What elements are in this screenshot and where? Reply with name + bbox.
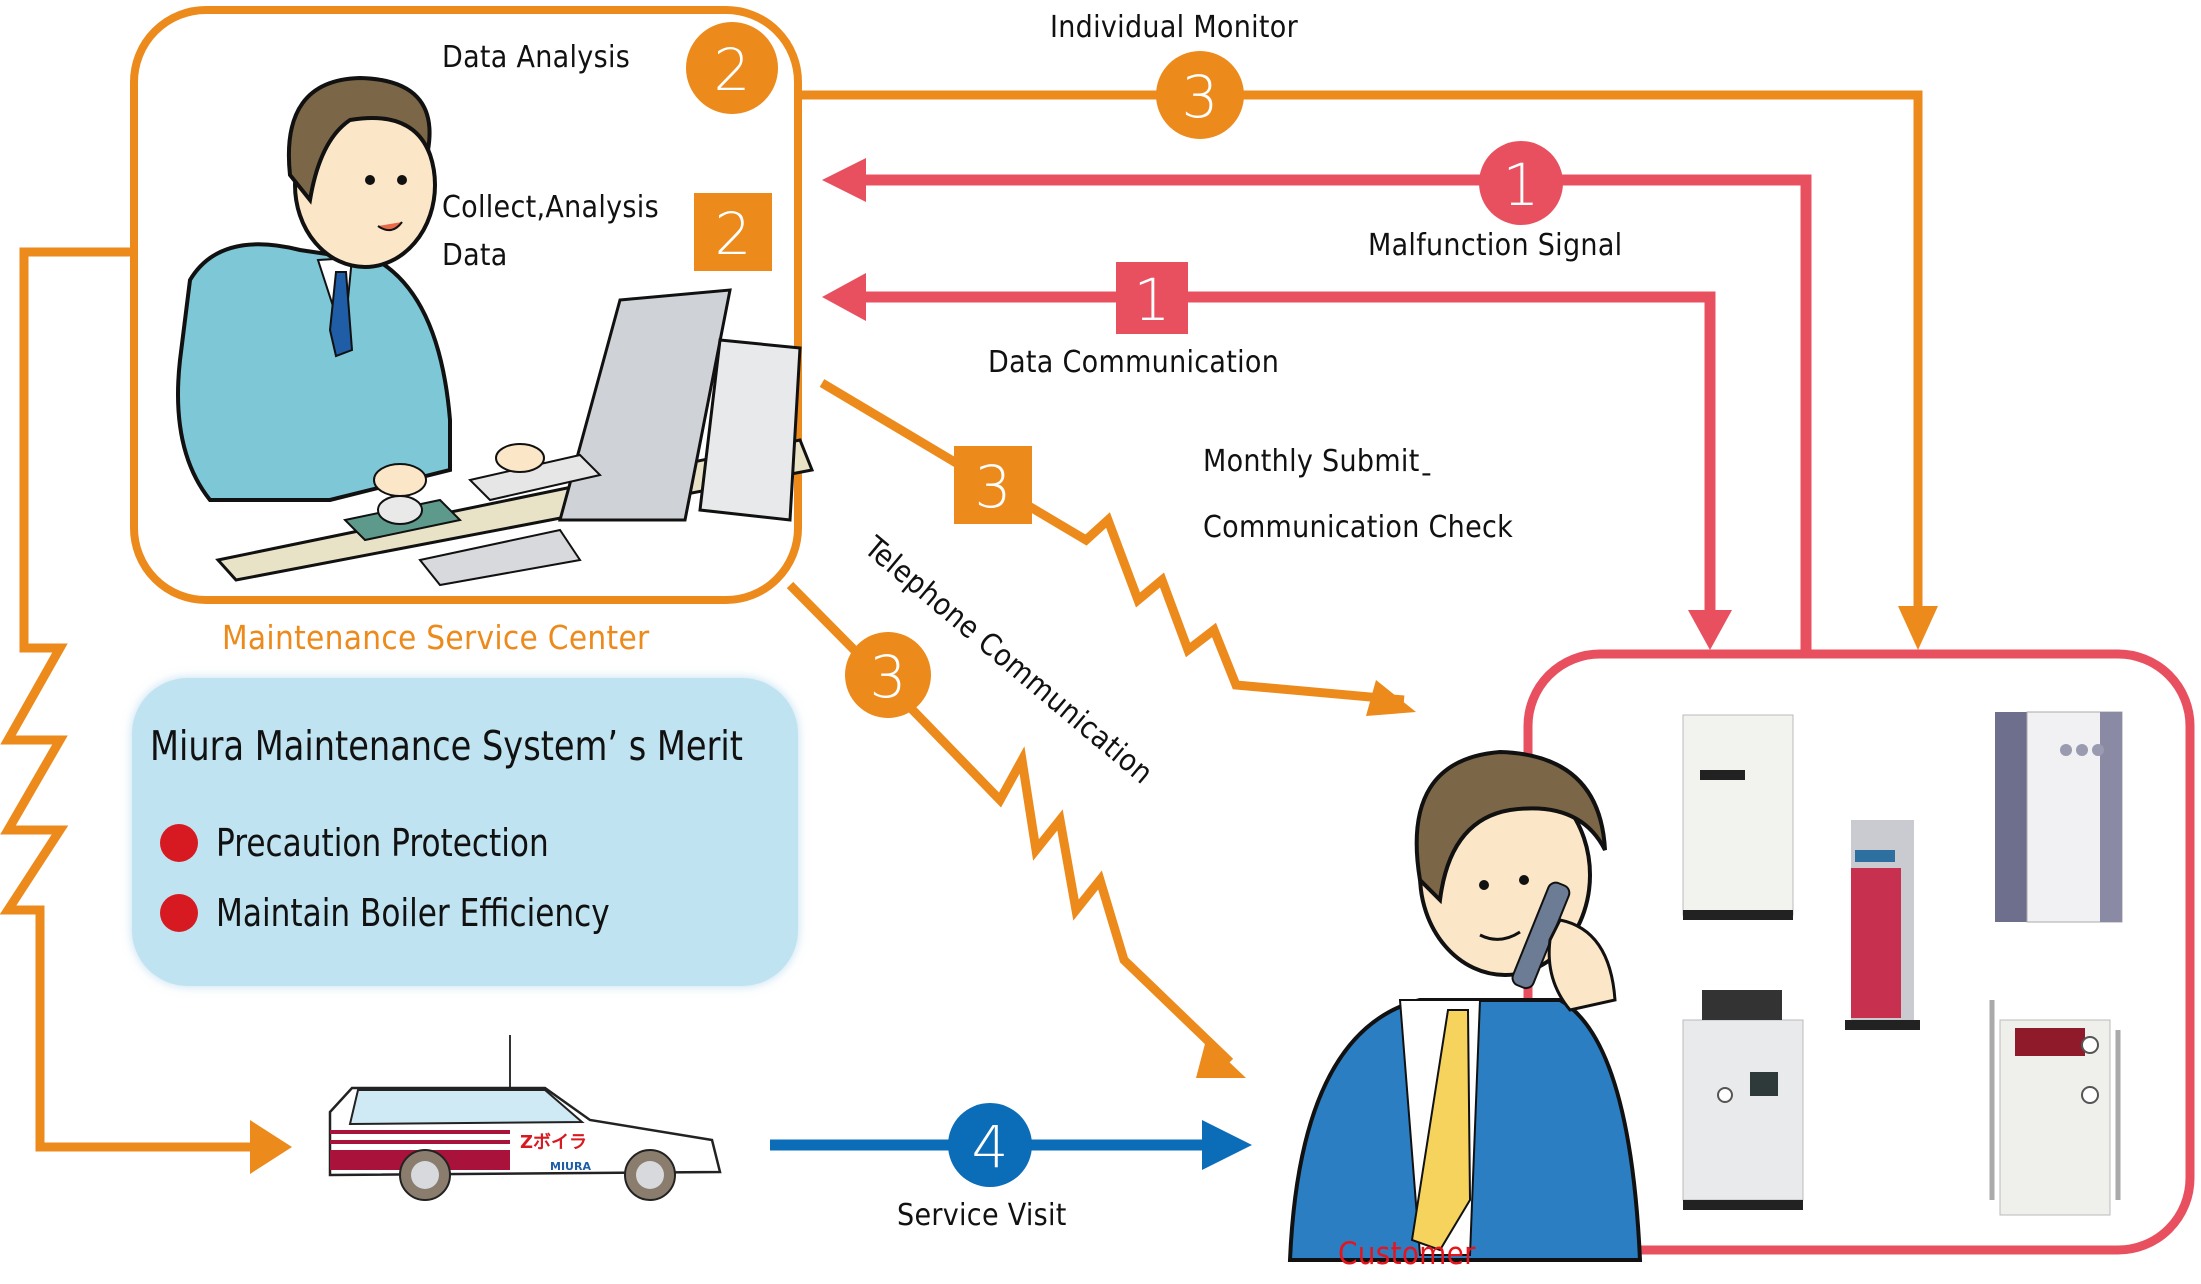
- customer-tie: [1410, 1009, 1472, 1252]
- merit-item: Maintain Boiler Efficiency: [160, 888, 696, 935]
- svg-text:3: 3: [870, 643, 907, 711]
- computer-monitor: [558, 288, 732, 522]
- malfunction-signal-label: Malfunction Signal: [1368, 228, 1623, 263]
- data-analysis-label: Data Analysis: [442, 40, 631, 75]
- boiler-cabinet-white: [1682, 714, 1794, 920]
- operator-hair: [286, 75, 432, 205]
- customer-illustration: [1287, 749, 1643, 1262]
- service-car: Zボイラ MIURA: [328, 1035, 722, 1201]
- car-stripe-2: [330, 1140, 510, 1144]
- svg-text:1: 1: [1134, 266, 1171, 334]
- car-brand: MIURA: [550, 1160, 591, 1173]
- merit-title: Miura Maintenance System’ s Merit: [150, 722, 743, 770]
- svg-text:3: 3: [1182, 63, 1219, 131]
- operator-body: [176, 242, 452, 502]
- monthly-submit-label: Monthly Submitˍ: [1203, 444, 1434, 479]
- boiler-steam-gauge: [1682, 990, 1804, 1210]
- data-communication-arrowhead-left: [822, 273, 866, 321]
- badge-individual-monitor: 3: [1156, 51, 1244, 139]
- car-windows: [348, 1089, 585, 1126]
- bullet-icon: [160, 893, 198, 932]
- customer-hand: [1547, 918, 1617, 1012]
- merit-box: Miura Maintenance System’ s Merit Precau…: [132, 678, 798, 986]
- badge-malfunction-signal: 1: [1479, 141, 1563, 225]
- bullet-icon: [160, 823, 198, 862]
- mouse: [377, 495, 423, 525]
- collect-analysis-label-line2: Data: [442, 238, 508, 273]
- communication-check-label: Communication Check: [1203, 510, 1514, 545]
- data-communication-arrowhead-down: [1688, 610, 1732, 650]
- svg-text:2: 2: [715, 200, 752, 268]
- service-center-label: Maintenance Service Center: [222, 618, 650, 657]
- car-logo: Zボイラ: [520, 1132, 587, 1153]
- badge-data-analysis: 2: [686, 22, 778, 114]
- svg-text:3: 3: [975, 453, 1012, 521]
- badge-monthly-submit: 3: [954, 446, 1032, 524]
- telephone-arrowhead: [1196, 1040, 1246, 1078]
- malfunction-signal-arrowhead: [822, 158, 866, 202]
- badge-telephone: 3: [845, 632, 931, 718]
- boiler-red-panel: [1845, 820, 1920, 1030]
- computer-tower: [698, 338, 802, 522]
- dispatch-arrowhead: [250, 1120, 292, 1174]
- telephone-device: [418, 528, 582, 587]
- individual-monitor-arrowhead: [1898, 606, 1938, 650]
- service-center-box: [130, 6, 802, 604]
- data-communication-label: Data Communication: [988, 345, 1280, 380]
- badge-collect-analysis: 2: [694, 193, 772, 271]
- individual-monitor-label: Individual Monitor: [1050, 10, 1299, 45]
- equipment-group: [1682, 711, 2123, 1216]
- service-visit-arrowhead: [1202, 1120, 1252, 1170]
- badge-data-communication: 1: [1116, 262, 1188, 334]
- boiler-tall-gray: [1995, 711, 2123, 923]
- badge-service-visit: 4: [948, 1103, 1032, 1187]
- monthly-submit-arrowhead: [1366, 680, 1416, 716]
- dispatch-line: [0, 247, 270, 1152]
- svg-text:1: 1: [1503, 151, 1540, 219]
- customer-hair: [1414, 749, 1607, 905]
- svg-text:2: 2: [714, 36, 751, 104]
- merit-item: Precaution Protection: [160, 818, 622, 865]
- operator-illustration: [176, 75, 815, 587]
- telephone-zigzag: [786, 581, 1234, 1066]
- collect-analysis-label-line1: Collect,Analysis: [442, 190, 659, 225]
- malfunction-signal-line: [860, 174, 1812, 650]
- svg-text:4: 4: [972, 1113, 1009, 1181]
- customer-label: Customer: [1338, 1236, 1476, 1272]
- car-stripe-1: [330, 1130, 510, 1134]
- service-visit-label: Service Visit: [897, 1198, 1067, 1233]
- boiler-piped: [1989, 1000, 2121, 1216]
